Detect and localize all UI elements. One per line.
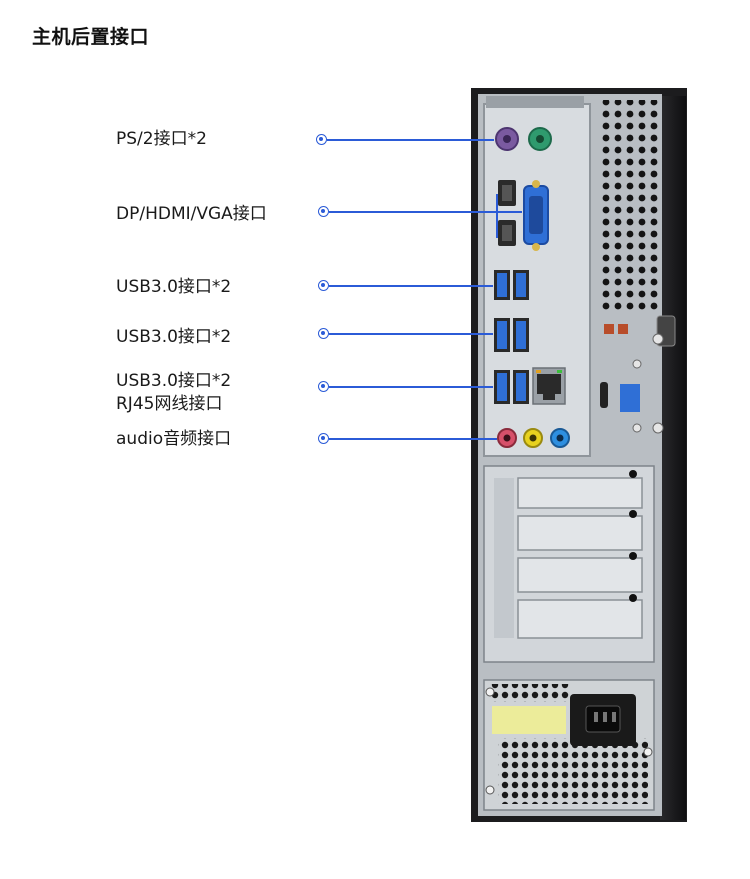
usb-stack-2	[494, 318, 529, 352]
callout-usb3-label: USB3.0接口*2	[116, 371, 232, 391]
callout-usb3-line	[329, 386, 493, 388]
callout-video-line	[329, 211, 522, 213]
usb-stack-1	[494, 270, 529, 300]
callout-ps2-label: PS/2接口*2	[116, 129, 207, 149]
audio-jacks	[497, 428, 570, 448]
callout-rj45-label: RJ45网线接口	[116, 394, 223, 414]
rj45-port	[532, 367, 566, 405]
expansion-slots	[517, 477, 643, 639]
callout-video-dot	[318, 206, 329, 217]
callout-audio-dot	[318, 433, 329, 444]
callout-audio-line	[329, 438, 497, 440]
callout-audio-label: audio音频接口	[116, 429, 232, 449]
psu-vent	[498, 738, 648, 804]
chassis-side	[660, 96, 686, 820]
callout-usb3-dot	[318, 381, 329, 392]
usb-stack-3	[494, 370, 529, 404]
callout-usb2-line	[329, 333, 493, 335]
callout-usb2-label: USB3.0接口*2	[116, 327, 232, 347]
callout-video-label: DP/HDMI/VGA接口	[116, 204, 267, 224]
callout-usb1-line	[329, 285, 493, 287]
callout-usb1-dot	[318, 280, 329, 291]
callout-usb1-label: USB3.0接口*2	[116, 277, 232, 297]
callout-usb2-dot	[318, 328, 329, 339]
video-ports	[498, 180, 549, 251]
callout-video-bracket	[496, 194, 498, 238]
psu-label	[492, 706, 566, 734]
ps2-ports	[495, 127, 552, 151]
callout-ps2-line	[327, 139, 494, 141]
upper-vent	[600, 100, 658, 310]
callout-ps2-dot	[316, 134, 327, 145]
page-title: 主机后置接口	[32, 26, 150, 48]
